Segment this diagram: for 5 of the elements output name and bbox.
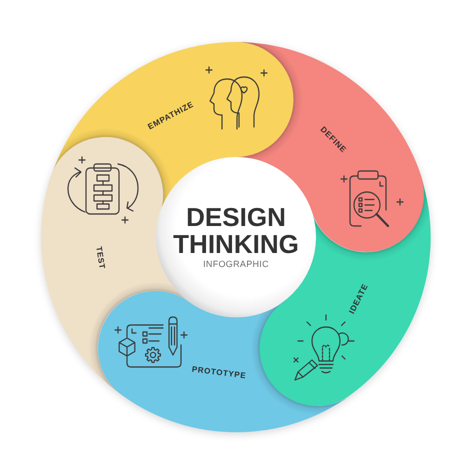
center-circle [156, 157, 316, 317]
segment-label: PROTOTYPE [192, 365, 247, 382]
title-text: DESIGN THINKING [173, 204, 299, 258]
subtitle-text: INFOGRAPHIC [203, 258, 269, 270]
segment-label: TEST [93, 246, 107, 271]
